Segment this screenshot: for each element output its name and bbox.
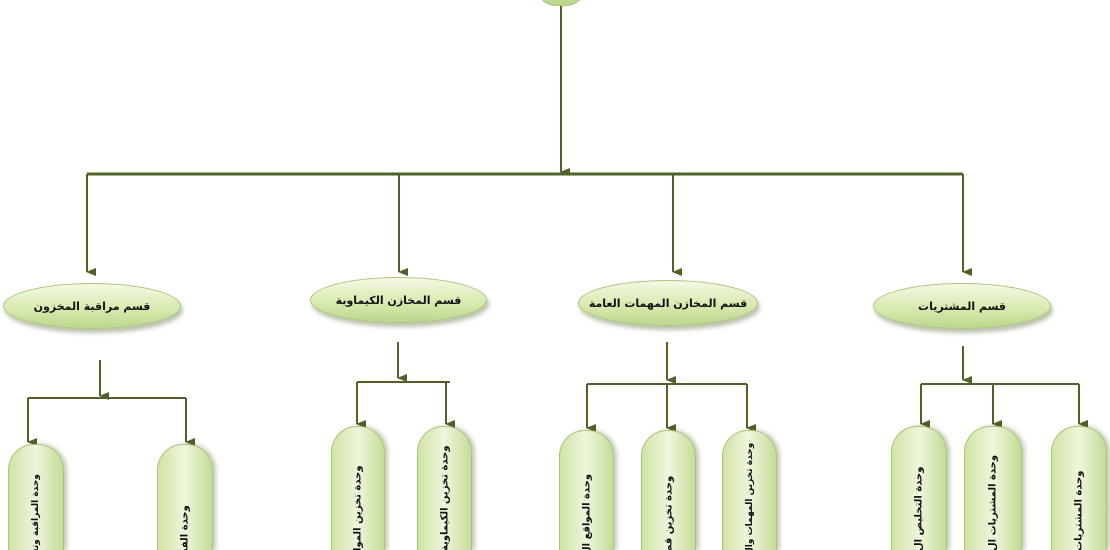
unit-label: وحدة تخزين المهمات وال bbox=[744, 442, 755, 550]
dept-label: قسم مراقبة المخزون bbox=[33, 299, 151, 313]
unit-label: وحدة المشتريات bbox=[1073, 470, 1085, 550]
unit-label: وحدة الفحص bbox=[179, 505, 191, 550]
unit-label: وحدة المواقع ال bbox=[581, 473, 592, 550]
dept-label: قسم المخازن الكيماوية bbox=[335, 293, 462, 307]
unit-label: وحدة المشتريات ال bbox=[987, 454, 999, 550]
unit-label: وحدة تخزين الموا bbox=[352, 465, 364, 550]
unit-box: وحدة تخزين الكيماوية bbox=[417, 426, 472, 550]
unit-label: وحدة المراقبة وتقييم bbox=[31, 474, 41, 550]
dept-box-general-stores: قسم المخازن المهمات العامة bbox=[578, 280, 758, 326]
unit-label: وحدة تخزين قط bbox=[663, 475, 674, 550]
unit-label: وحدة التخليص ال bbox=[913, 466, 925, 550]
unit-label: وحدة تخزين الكيماوية bbox=[439, 445, 450, 550]
unit-box: وحدة تخزين الموا bbox=[331, 426, 385, 550]
unit-box: وحدة المراقبة وتقييم bbox=[8, 444, 64, 550]
unit-box: وحدة تخزين قط bbox=[641, 430, 696, 550]
dept-label: قسم المشتريات bbox=[918, 299, 1006, 313]
dept-box-inventory-control: قسم مراقبة المخزون bbox=[3, 283, 181, 329]
unit-box: وحدة تخزين المهمات وال bbox=[722, 430, 777, 550]
dept-label: قسم المخازن المهمات العامة bbox=[588, 296, 748, 310]
unit-box: وحدة الفحص bbox=[157, 444, 213, 550]
unit-box: وحدة التخليص ال bbox=[891, 426, 947, 550]
dept-box-purchasing: قسم المشتريات bbox=[873, 283, 1051, 329]
dept-box-chemical-stores: قسم المخازن الكيماوية bbox=[310, 277, 487, 323]
unit-box: وحدة المشتريات bbox=[1051, 426, 1107, 550]
unit-box: وحدة المشتريات ال bbox=[964, 426, 1022, 550]
unit-box: وحدة المواقع ال bbox=[559, 430, 614, 550]
